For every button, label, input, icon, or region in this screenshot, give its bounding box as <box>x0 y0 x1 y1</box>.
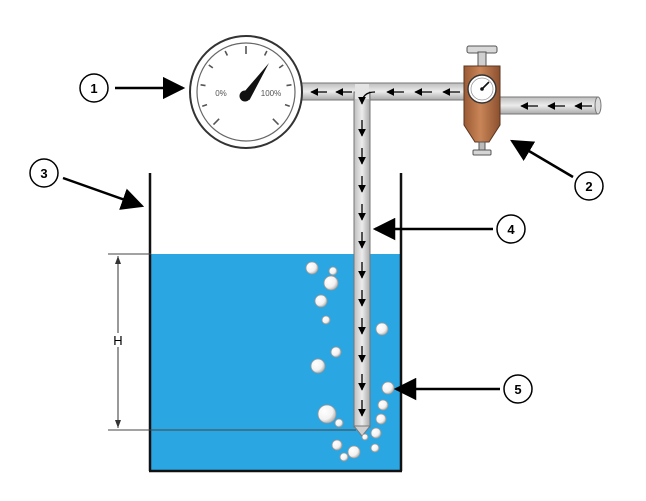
callout-3-circle <box>29 158 59 188</box>
level-dimension: H <box>108 253 356 431</box>
callout-4-circle <box>496 214 526 244</box>
bubble <box>305 261 319 275</box>
bubbles <box>305 261 395 462</box>
air-regulator <box>463 45 501 156</box>
bubble <box>323 275 339 291</box>
gauge-needle <box>241 63 269 100</box>
callout-2: 2 <box>510 139 604 201</box>
bubble <box>310 358 326 374</box>
gauge-tick <box>208 64 214 69</box>
gauge-min-label: 0% <box>215 89 227 98</box>
callout-4: 4 <box>372 214 526 244</box>
callout-2-number: 2 <box>585 179 592 194</box>
bubble <box>339 452 349 462</box>
callout-3-arrow <box>62 176 145 210</box>
bubble <box>347 445 361 459</box>
bubble <box>361 433 369 441</box>
callout-2-circle <box>574 171 604 201</box>
callout-2-arrow <box>510 139 574 179</box>
bubble <box>328 266 338 276</box>
gauge-tick <box>284 103 290 107</box>
regulator-gauge <box>467 74 497 104</box>
callout-1: 1 <box>79 73 186 103</box>
bubble <box>317 404 337 424</box>
gauge-tick <box>224 50 229 56</box>
gauge-tick <box>202 103 208 107</box>
bubble <box>330 346 342 358</box>
gauge-tick <box>263 50 268 56</box>
gauge-max-label: 100% <box>261 89 281 98</box>
gauge-tick <box>272 118 280 126</box>
bubble <box>331 439 343 451</box>
callout-5-circle <box>503 374 533 404</box>
pressure-gauge: 0% 100% <box>189 35 303 149</box>
bubble <box>370 443 380 453</box>
callout-4-number: 4 <box>507 222 515 237</box>
air-piping <box>295 82 602 437</box>
bubble <box>375 413 387 425</box>
bubble <box>314 294 328 308</box>
gauge-tick <box>212 118 220 126</box>
callout-3-number: 3 <box>40 166 47 181</box>
bubble <box>375 322 389 336</box>
callout-3: 3 <box>29 158 145 210</box>
bubble <box>381 381 395 395</box>
gauge-ticks <box>200 46 292 126</box>
callout-5-number: 5 <box>514 382 521 397</box>
callout-1-circle <box>79 73 109 103</box>
gauge-tick <box>286 84 292 87</box>
bubble <box>321 315 331 325</box>
gauge-tick <box>200 84 206 87</box>
gauge-tick <box>278 64 284 69</box>
bubble <box>370 427 382 439</box>
callout-1-number: 1 <box>90 81 97 96</box>
bubble <box>377 399 389 411</box>
bubble <box>334 418 344 428</box>
dimension-label: H <box>113 333 122 348</box>
callout-5: 5 <box>393 374 533 404</box>
